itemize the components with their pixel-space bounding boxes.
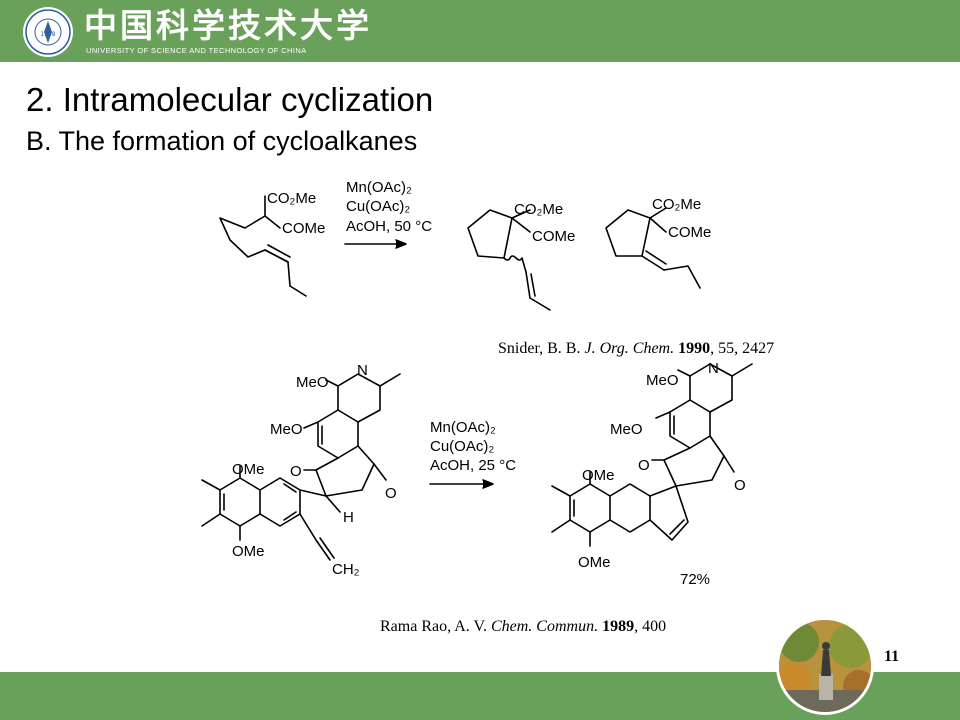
ref2-journal: Chem. Commun. — [490, 618, 599, 635]
r2-sm-o-2: O — [385, 485, 397, 502]
r2-sm-ome-4: OMe — [232, 543, 265, 560]
r2-p-o-1: O — [638, 457, 650, 474]
statue-photo-image — [779, 620, 871, 712]
statue-photo — [776, 617, 874, 715]
reference-rama-rao: Rama Rao, A. V. Chem. Commun. 1989, 400 — [380, 618, 666, 636]
r2-p-ome-1: MeO — [646, 372, 679, 389]
r1-reagent-2: Cu(OAc)₂ — [346, 198, 410, 215]
r1-reagent-1: Mn(OAc)₂ — [346, 179, 412, 196]
university-name-english: UNIVERSITY OF SCIENCE AND TECHNOLOGY OF … — [86, 46, 307, 55]
r1-p2-ester: CO₂Me — [652, 196, 701, 213]
r1-sm-ester: CO₂Me — [267, 190, 316, 207]
ref1-year: 1990 — [678, 340, 711, 357]
reaction1-product-1 — [467, 209, 551, 311]
r2-sm-n: N — [357, 362, 368, 379]
r1-sm-ketone: COMe — [282, 220, 325, 237]
r1-reagent-3: AcOH, 50 °C — [346, 218, 432, 235]
r2-sm-ome-3: OMe — [232, 461, 265, 478]
ref2-rest: , 400 — [634, 618, 667, 635]
reaction1-starting-material — [219, 195, 307, 297]
ref1-authors: Snider, B. B. — [498, 340, 581, 357]
header-bar — [0, 0, 960, 62]
reaction2-product — [551, 363, 753, 547]
r2-sm-h: H — [343, 509, 354, 526]
r2-p-ome-4: OMe — [578, 554, 611, 571]
r2-reagent-2: Cu(OAc)₂ — [430, 438, 494, 455]
ref1-rest: , 55, 2427 — [710, 340, 775, 357]
r2-p-ome-2: MeO — [610, 421, 643, 438]
r2-sm-o-1: O — [290, 463, 302, 480]
slide-subtitle: B. The formation of cycloalkanes — [26, 126, 418, 156]
university-name-chinese: 中国科学技术大学 — [84, 6, 372, 45]
reaction1-product-2 — [605, 207, 701, 289]
ref1-journal: J. Org. Chem. — [584, 340, 675, 357]
r2-p-o-2: O — [734, 477, 746, 494]
r2-reagent-3: AcOH, 25 °C — [430, 457, 516, 474]
r2-sm-ch2: CH₂ — [332, 561, 360, 578]
seal-year: 1958 — [40, 31, 55, 38]
r1-p2-ketone: COMe — [668, 224, 711, 241]
r1-p1-ester: CO₂Me — [514, 201, 563, 218]
reference-snider: Snider, B. B. J. Org. Chem. 1990, 55, 24… — [498, 340, 774, 358]
r2-p-n: N — [708, 360, 719, 377]
r1-p1-ketone: COMe — [532, 228, 575, 245]
slide-title: 2. Intramolecular cyclization — [26, 81, 434, 118]
ref2-year: 1989 — [602, 618, 635, 635]
r2-reagent-1: Mn(OAc)₂ — [430, 419, 496, 436]
reaction2-starting-material — [201, 373, 401, 561]
r2-p-ome-3: OMe — [582, 467, 615, 484]
r2-sm-ome-1: MeO — [296, 374, 329, 391]
ref2-authors: Rama Rao, A. V. — [380, 618, 487, 635]
university-seal-icon: 1958 — [23, 7, 73, 57]
page-number: 11 — [884, 648, 900, 665]
r2-yield: 72% — [680, 571, 710, 588]
r2-sm-ome-2: MeO — [270, 421, 303, 438]
